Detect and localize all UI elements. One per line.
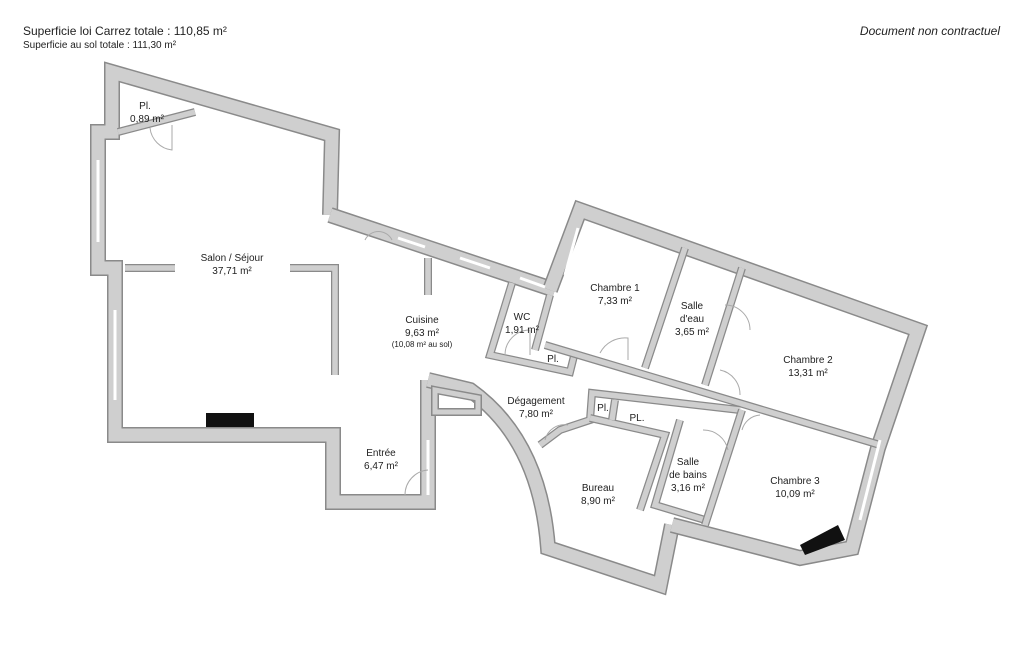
svg-text:37,71 m²: 37,71 m² xyxy=(212,266,252,277)
svg-text:0,89 m²: 0,89 m² xyxy=(130,114,165,125)
fireplace-icon xyxy=(800,525,845,555)
carrez-total: Superficie loi Carrez totale : 110,85 m² xyxy=(23,24,227,38)
svg-text:Bureau: Bureau xyxy=(582,483,614,494)
svg-text:de bains: de bains xyxy=(669,470,707,481)
svg-text:d'eau: d'eau xyxy=(680,314,704,325)
svg-text:13,31 m²: 13,31 m² xyxy=(788,368,828,379)
room-label-chambre-3: Chambre 3 10,09 m² xyxy=(770,476,820,500)
svg-text:6,47 m²: 6,47 m² xyxy=(364,461,399,472)
closet-label: Pl. xyxy=(597,403,609,414)
room-label-salle-eau: Salle d'eau 3,65 m² xyxy=(675,301,710,338)
svg-text:Salle: Salle xyxy=(681,301,704,312)
svg-text:10,09 m²: 10,09 m² xyxy=(775,489,815,500)
svg-text:Chambre 1: Chambre 1 xyxy=(590,283,640,294)
svg-text:7,33 m²: 7,33 m² xyxy=(598,296,633,307)
svg-text:1,91 m²: 1,91 m² xyxy=(505,325,540,336)
walls xyxy=(90,61,929,596)
room-label-entree: Entrée 6,47 m² xyxy=(364,448,399,472)
room-label-wc: WC 1,91 m² xyxy=(505,312,540,336)
fireplace-icon xyxy=(206,413,254,427)
svg-text:7,80 m²: 7,80 m² xyxy=(519,409,554,420)
room-label-chambre-2: Chambre 2 13,31 m² xyxy=(783,355,833,379)
svg-text:3,65 m²: 3,65 m² xyxy=(675,327,710,338)
svg-text:Pl.: Pl. xyxy=(139,101,151,112)
svg-text:3,16 m²: 3,16 m² xyxy=(671,483,706,494)
svg-text:8,90 m²: 8,90 m² xyxy=(581,496,616,507)
svg-text:WC: WC xyxy=(514,312,531,323)
door-swings xyxy=(149,125,761,496)
room-label-bureau: Bureau 8,90 m² xyxy=(581,483,616,507)
svg-text:Chambre 2: Chambre 2 xyxy=(783,355,833,366)
svg-text:Salon / Séjour: Salon / Séjour xyxy=(201,253,264,264)
svg-text:(10,08 m² au sol): (10,08 m² au sol) xyxy=(392,340,453,349)
room-label-cuisine: Cuisine 9,63 m² (10,08 m² au sol) xyxy=(392,315,453,349)
room-label-closet-1: Pl. 0,89 m² xyxy=(130,101,165,125)
disclaimer: Document non contractuel xyxy=(859,24,1000,38)
room-label-salon: Salon / Séjour 37,71 m² xyxy=(201,253,264,277)
svg-text:Entrée: Entrée xyxy=(366,448,396,459)
closet-label: Pl. xyxy=(547,354,559,365)
svg-text:9,63 m²: 9,63 m² xyxy=(405,328,440,339)
room-label-degagement: Dégagement 7,80 m² xyxy=(507,396,564,420)
svg-text:Dégagement: Dégagement xyxy=(507,396,564,407)
room-label-salle-bains: Salle de bains 3,16 m² xyxy=(669,457,707,494)
room-label-chambre-1: Chambre 1 7,33 m² xyxy=(590,283,640,307)
closet-label: PL. xyxy=(629,413,644,424)
svg-text:Chambre 3: Chambre 3 xyxy=(770,476,820,487)
svg-text:Cuisine: Cuisine xyxy=(405,315,439,326)
floor-total: Superficie au sol totale : 111,30 m² xyxy=(23,40,177,51)
svg-text:Salle: Salle xyxy=(677,457,700,468)
